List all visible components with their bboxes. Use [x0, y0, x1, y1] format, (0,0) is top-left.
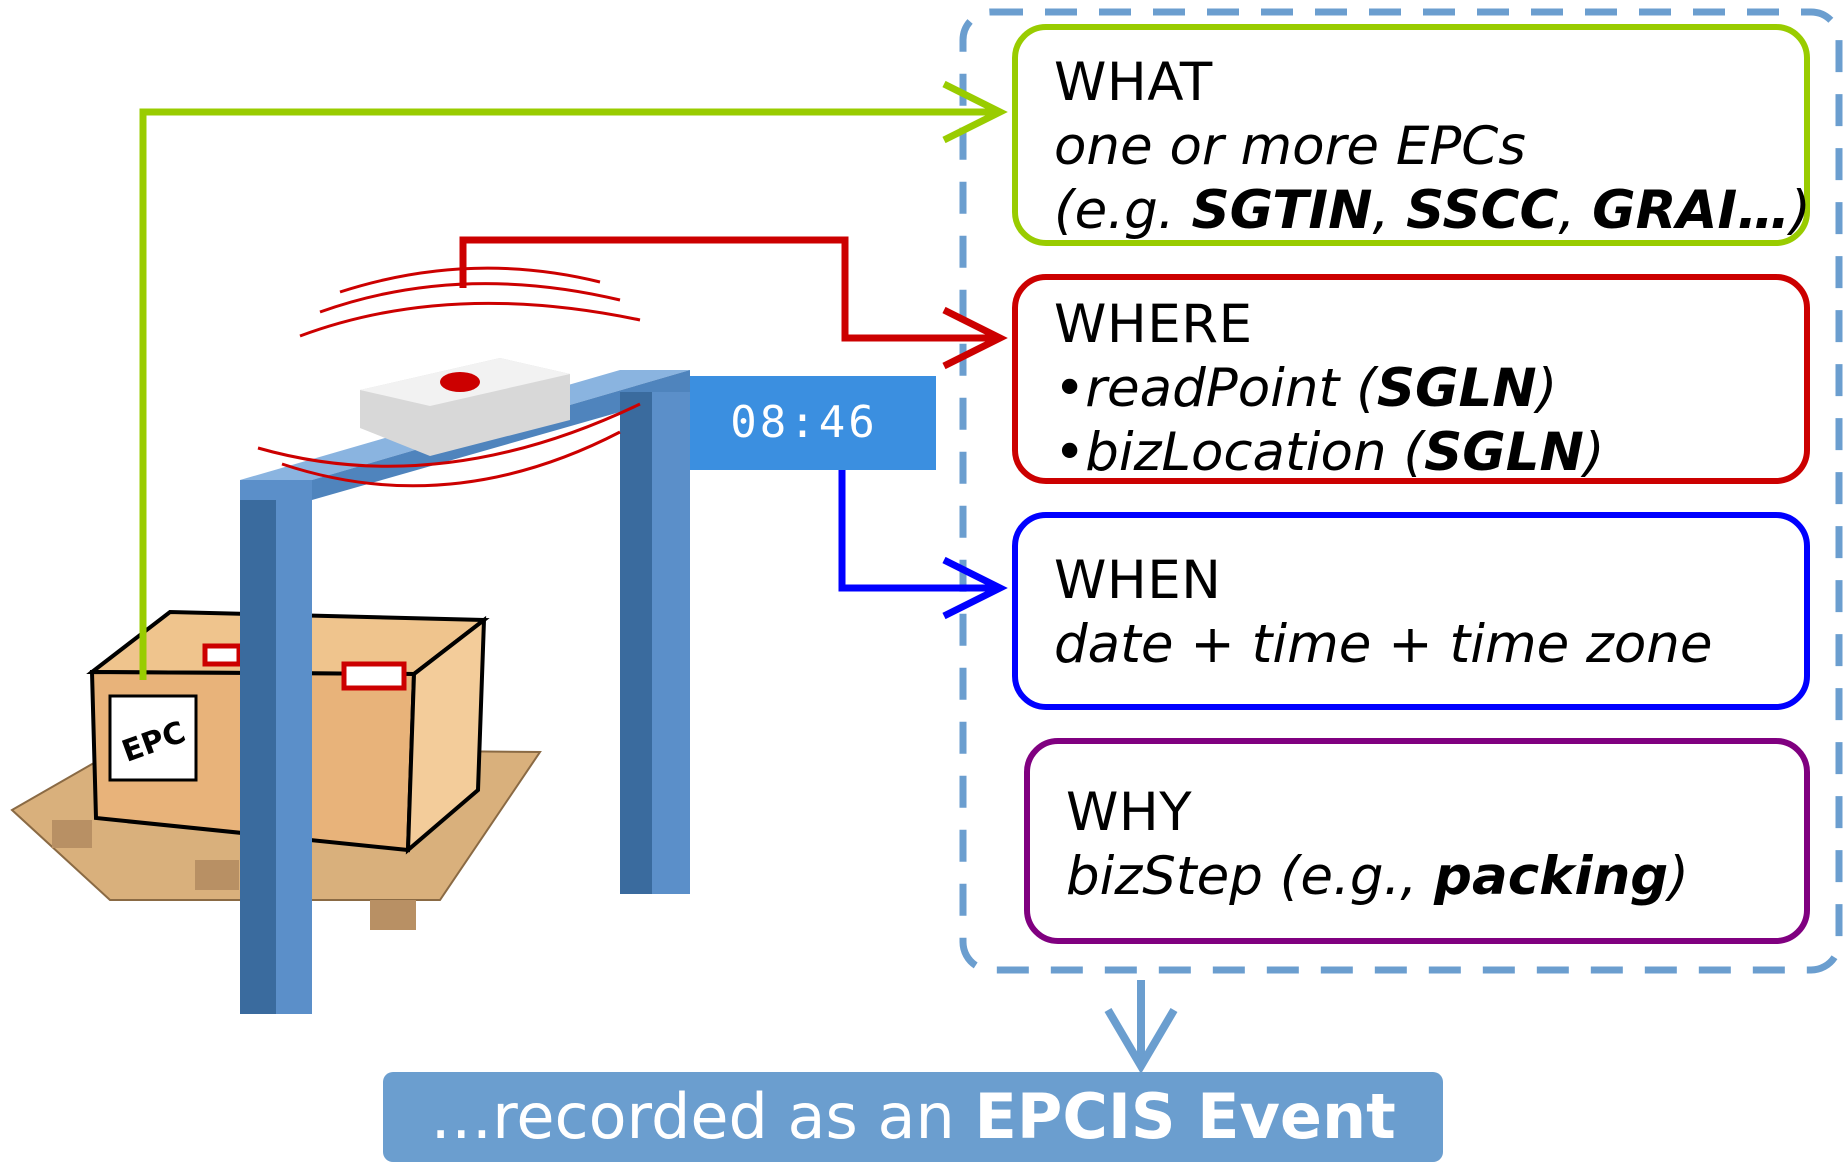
- what-connector-arrow: [139, 80, 1008, 680]
- where-heading: WHERE: [1054, 294, 1253, 355]
- epc-logo: EPC: [108, 694, 198, 782]
- where-item-bizlocation: •bizLocation (SGLN): [1054, 422, 1605, 483]
- banner-prefix: …recorded as an: [430, 1080, 975, 1153]
- where-item-readpoint: •readPoint (SGLN): [1054, 358, 1558, 419]
- what-description: one or more EPCs: [1054, 116, 1526, 177]
- when-description: date + time + time zone: [1054, 614, 1713, 675]
- where-box: WHERE •readPoint (SGLN) •bizLocation (SG…: [1012, 274, 1810, 484]
- what-heading: WHAT: [1054, 52, 1213, 113]
- what-box: WHAT one or more EPCs (e.g. SGTIN, SSCC,…: [1012, 24, 1811, 246]
- epcis-event-banner: …recorded as an EPCIS Event: [383, 1072, 1443, 1162]
- banner-emphasis: EPCIS Event: [974, 1080, 1396, 1153]
- when-box: WHEN date + time + time zone: [1012, 512, 1810, 710]
- what-example-sscc: SSCC: [1406, 180, 1559, 241]
- down-arrow-icon: [1104, 980, 1178, 1074]
- what-example-sgtin: SGTIN: [1191, 180, 1373, 241]
- what-examples: (e.g. SGTIN, SSCC, GRAI…): [1054, 180, 1811, 241]
- when-heading: WHEN: [1054, 550, 1222, 611]
- where-connector-arrow: [459, 236, 1008, 370]
- why-description: bizStep (e.g., packing): [1066, 846, 1689, 907]
- epcis-dimensions-container: [959, 8, 1843, 974]
- clock-display: [690, 376, 936, 470]
- rfid-reader-icon: [257, 266, 641, 488]
- when-connector-arrow: [838, 470, 1008, 620]
- clock-time: 08:46: [730, 397, 878, 448]
- why-box: WHY bizStep (e.g., packing): [1024, 738, 1810, 944]
- why-heading: WHY: [1066, 782, 1193, 843]
- what-example-grai: GRAI…: [1592, 180, 1791, 241]
